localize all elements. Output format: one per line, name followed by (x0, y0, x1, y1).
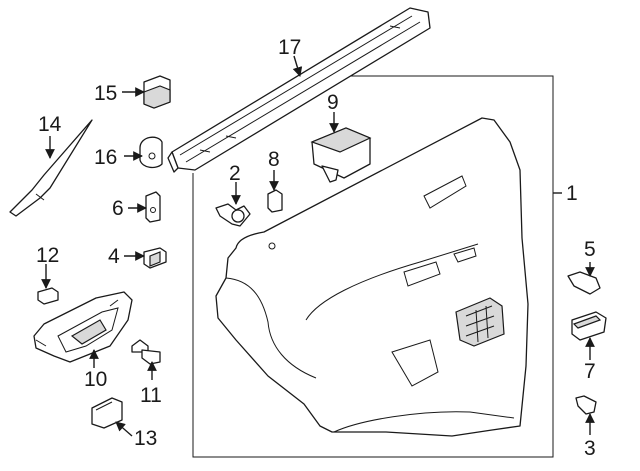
callout-11: 11 (140, 384, 162, 407)
callout-5: 5 (584, 238, 596, 261)
part-1-door-trim-panel (215, 117, 529, 437)
part-8-clip (267, 189, 283, 213)
callout-12: 12 (36, 244, 59, 267)
callout-2: 2 (229, 162, 241, 185)
part-15-clip (143, 75, 171, 109)
callout-4: 4 (108, 245, 120, 268)
callout-6: 6 (112, 197, 124, 220)
callout-9: 9 (327, 91, 339, 114)
part-4-grommet (143, 247, 167, 269)
part-7-plug (571, 311, 607, 341)
part-2-retainer (215, 203, 251, 227)
callout-3: 3 (584, 437, 596, 460)
part-12-clip (37, 287, 59, 305)
part-14-pillar-trim (9, 119, 93, 217)
callout-13: 13 (134, 427, 157, 450)
part-17-belt-weatherstrip (167, 7, 431, 173)
callout-7: 7 (584, 360, 596, 383)
callout-15: 15 (94, 82, 117, 105)
part-9-switch-bezel (310, 127, 372, 183)
part-5-screw (567, 271, 601, 295)
callout-14: 14 (38, 113, 62, 136)
part-10-inner-handle (33, 291, 133, 363)
callout-17: 17 (278, 36, 301, 59)
callout-labels: 1 2 3 4 5 6 7 8 9 10 11 12 13 14 15 16 1… (36, 36, 596, 460)
part-3-screw (575, 395, 597, 415)
part-11-bolt (131, 339, 161, 365)
callout-8: 8 (268, 148, 280, 171)
assembly-frame (192, 75, 554, 458)
callout-1: 1 (566, 182, 578, 205)
part-6-bracket (145, 191, 161, 223)
callout-16: 16 (94, 146, 117, 169)
callout-10: 10 (84, 368, 107, 391)
leader-lines (41, 55, 595, 437)
part-13-cover (91, 397, 123, 429)
part-16-pad (139, 136, 163, 169)
